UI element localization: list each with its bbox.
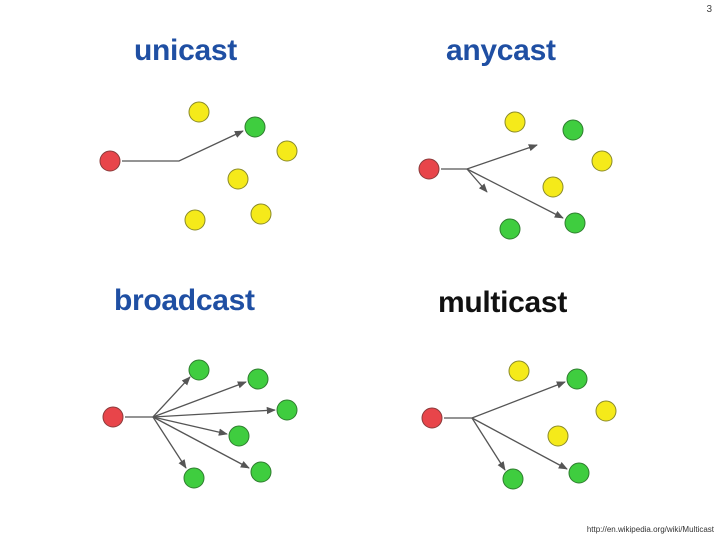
broadcast-source-node <box>102 406 124 428</box>
page-number: 3 <box>706 4 712 15</box>
broadcast-receiver-node <box>247 368 269 390</box>
anycast-receiver-node <box>564 212 586 234</box>
diagram-broadcast <box>102 359 298 489</box>
multicast-idle-node <box>547 425 569 447</box>
anycast-arrow <box>466 168 488 193</box>
unicast-idle-node <box>184 209 206 231</box>
broadcast-receiver-node <box>228 425 250 447</box>
anycast-receiver-node <box>499 218 521 240</box>
multicast-receiver-node <box>566 368 588 390</box>
diagram-anycast <box>418 111 613 240</box>
unicast-source-node <box>99 150 121 172</box>
unicast-idle-node <box>250 203 272 225</box>
source-url: http://en.wikipedia.org/wiki/Multicast <box>586 525 714 534</box>
unicast-arrow <box>122 130 244 162</box>
diagram-unicast <box>99 101 298 231</box>
unicast-idle-node <box>276 140 298 162</box>
broadcast-arrow <box>152 406 276 418</box>
panel-title-multicast: multicast <box>438 286 568 319</box>
diagram-multicast <box>421 360 617 490</box>
panel-title-anycast: anycast <box>446 34 556 67</box>
broadcast-arrow <box>152 381 247 418</box>
broadcast-receiver-node <box>250 461 272 483</box>
anycast-source-node <box>418 158 440 180</box>
broadcast-receiver-node <box>183 467 205 489</box>
broadcast-arrow <box>152 416 250 469</box>
broadcast-arrow <box>125 376 191 418</box>
multicast-arrow <box>471 417 568 470</box>
anycast-arrow <box>441 144 538 170</box>
anycast-idle-node <box>504 111 526 133</box>
multicast-source-node <box>421 407 443 429</box>
unicast-receiver-node <box>244 116 266 138</box>
broadcast-arrow <box>152 416 228 436</box>
anycast-idle-node <box>542 176 564 198</box>
multicast-idle-node <box>595 400 617 422</box>
anycast-idle-node <box>591 150 613 172</box>
panel-title-unicast: unicast <box>134 34 237 67</box>
broadcast-receiver-node <box>276 399 298 421</box>
multicast-receiver-node <box>502 468 524 490</box>
unicast-idle-node <box>227 168 249 190</box>
multicast-idle-node <box>508 360 530 382</box>
multicast-arrow <box>471 417 506 471</box>
broadcast-arrow <box>152 416 187 469</box>
multicast-receiver-node <box>568 462 590 484</box>
panel-title-broadcast: broadcast <box>114 284 255 317</box>
unicast-idle-node <box>188 101 210 123</box>
anycast-arrow <box>466 168 564 219</box>
broadcast-receiver-node <box>188 359 210 381</box>
multicast-arrow <box>444 381 566 419</box>
anycast-receiver-node <box>562 119 584 141</box>
